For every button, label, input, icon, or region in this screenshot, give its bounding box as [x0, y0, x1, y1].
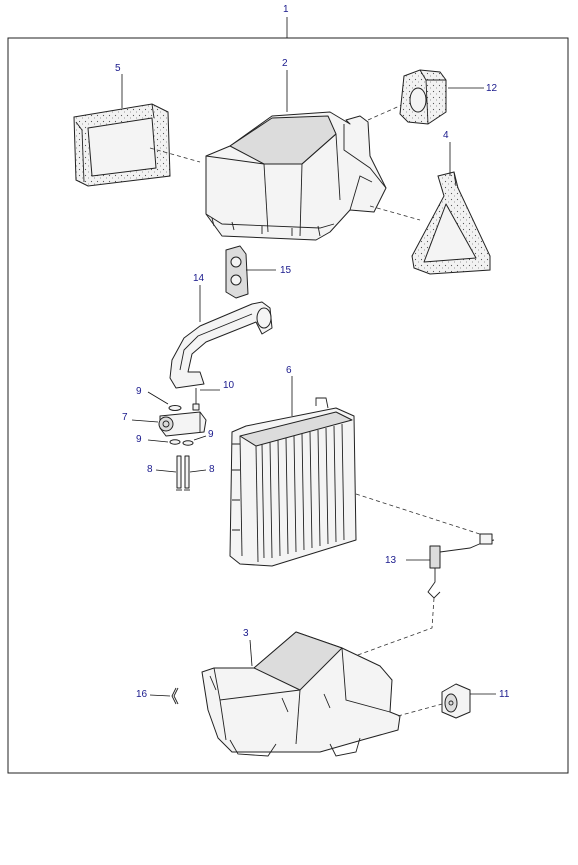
leader-3 [249, 639, 253, 667]
part-13-sensor[interactable] [427, 533, 495, 599]
dashed-link-5-2 [149, 147, 201, 163]
part-2-upper-case[interactable] [205, 111, 387, 241]
part-8-bolts[interactable] [176, 455, 190, 491]
callout-12[interactable]: 12 [486, 83, 498, 94]
part-3-lower-case[interactable] [201, 631, 401, 757]
callout-1[interactable]: 1 [283, 4, 289, 15]
callout-2[interactable]: 2 [282, 58, 288, 69]
callout-3[interactable]: 3 [243, 628, 249, 639]
part-12-foam-seal[interactable] [399, 69, 447, 125]
callout-6[interactable]: 6 [286, 365, 292, 376]
dashed-link-6-13 [355, 493, 487, 537]
dashed-link-2-4 [369, 205, 421, 221]
callout-4[interactable]: 4 [443, 130, 449, 141]
leader-7 [131, 419, 159, 423]
leader-16 [149, 694, 171, 697]
callout-8b[interactable]: 8 [209, 464, 215, 475]
part-4-bracket[interactable] [411, 171, 491, 275]
part-9-oring-right[interactable] [182, 440, 194, 446]
part-11-drain-cap[interactable] [441, 683, 471, 719]
callout-7[interactable]: 7 [122, 412, 128, 423]
leader-9b [147, 439, 169, 443]
callout-14[interactable]: 14 [193, 273, 205, 284]
callout-8a[interactable]: 8 [147, 464, 153, 475]
dashed-link-13-3 [343, 597, 435, 661]
callout-9b[interactable]: 9 [136, 434, 142, 445]
part-5-gasket[interactable] [73, 103, 171, 187]
leader-9a [147, 391, 169, 405]
callout-15[interactable]: 15 [280, 265, 292, 276]
part-7-expansion-valve[interactable] [158, 411, 207, 437]
part-9-oring-left[interactable] [169, 439, 181, 445]
dashed-link-11-3 [397, 703, 443, 717]
part-6-evaporator-core[interactable] [229, 397, 357, 567]
leader-8b [189, 469, 207, 473]
callout-13[interactable]: 13 [385, 555, 397, 566]
callout-10[interactable]: 10 [223, 380, 235, 391]
callout-9a[interactable]: 9 [136, 386, 142, 397]
part-16-clip[interactable] [171, 687, 179, 705]
part-14-pipe[interactable] [169, 301, 273, 389]
callout-5[interactable]: 5 [115, 63, 121, 74]
callout-11[interactable]: 11 [499, 689, 510, 700]
part-9-oring-top[interactable] [168, 405, 182, 411]
part-15-gasket-plate[interactable] [225, 245, 249, 299]
callout-9c[interactable]: 9 [208, 429, 214, 440]
leader-9c [193, 435, 207, 441]
diagram-frame [7, 37, 569, 774]
leader-8a [155, 469, 177, 473]
dashed-link-2-12 [367, 103, 405, 121]
part-10-bolt[interactable] [192, 388, 200, 411]
callout-16[interactable]: 16 [136, 689, 148, 700]
